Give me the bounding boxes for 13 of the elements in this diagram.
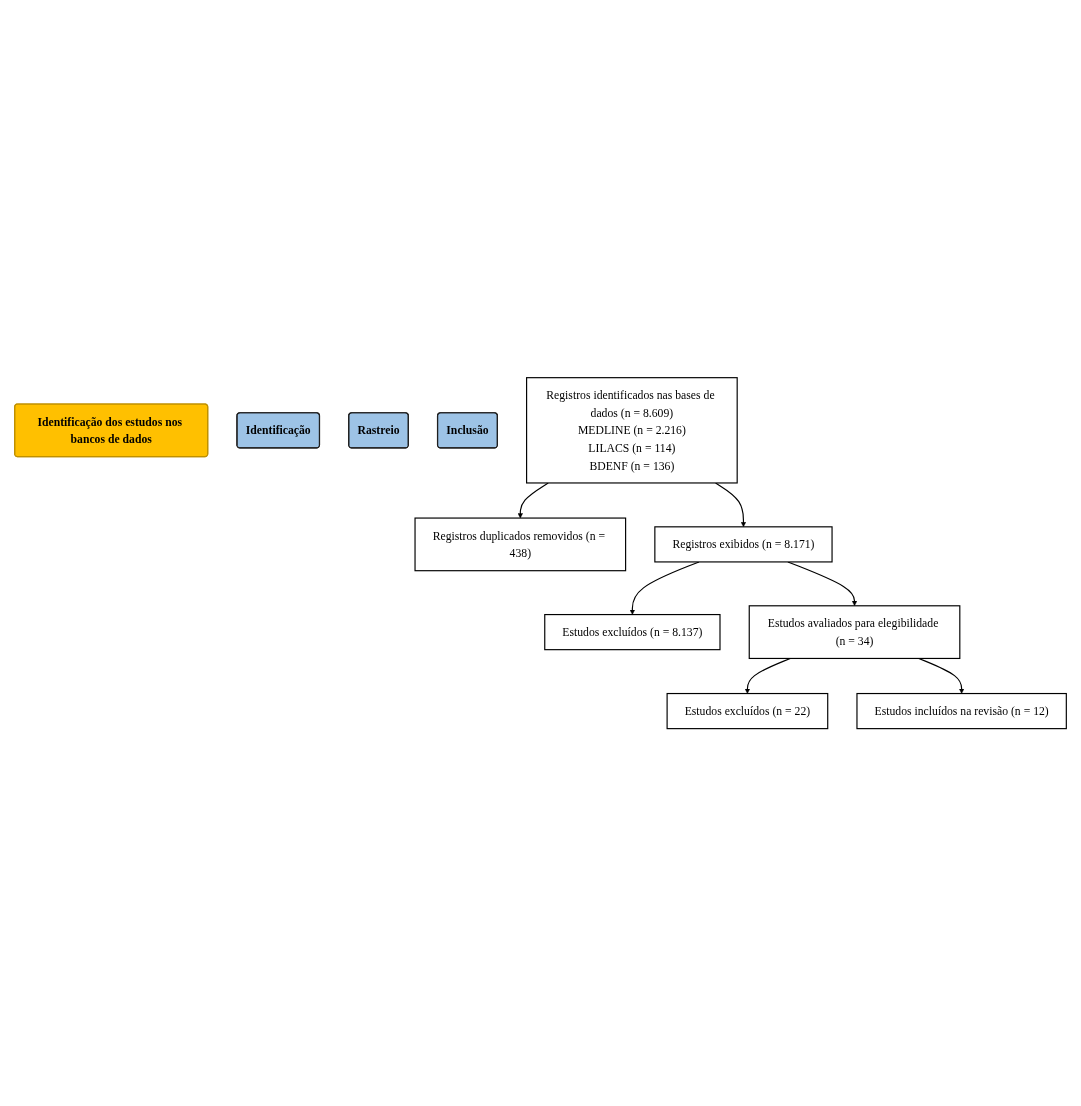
node-box: Estudos incluídos na revisão (n = 12) bbox=[856, 692, 1067, 730]
arrow bbox=[744, 657, 791, 694]
node-box: Estudos excluídos (n = 22) bbox=[666, 692, 829, 730]
node-box: Registros exibidos (n = 8.171) bbox=[654, 526, 833, 563]
arrow bbox=[714, 482, 747, 527]
arrow bbox=[787, 561, 858, 606]
node-box: Registros identificados nas bases de dados (n = 8.609) MEDLINE (n = 2.216) LILACS (n = 114) BDENF (n = 136) bbox=[526, 376, 738, 484]
node-box: Registros duplicados removidos (n = 438) bbox=[414, 517, 627, 572]
node-box: Estudos excluídos (n = 8.137) bbox=[544, 613, 721, 651]
arrow bbox=[517, 482, 549, 519]
arrow bbox=[918, 657, 965, 694]
arrow bbox=[629, 561, 700, 615]
node-box: Estudos avaliados para elegibilidade (n = 34) bbox=[748, 605, 961, 659]
